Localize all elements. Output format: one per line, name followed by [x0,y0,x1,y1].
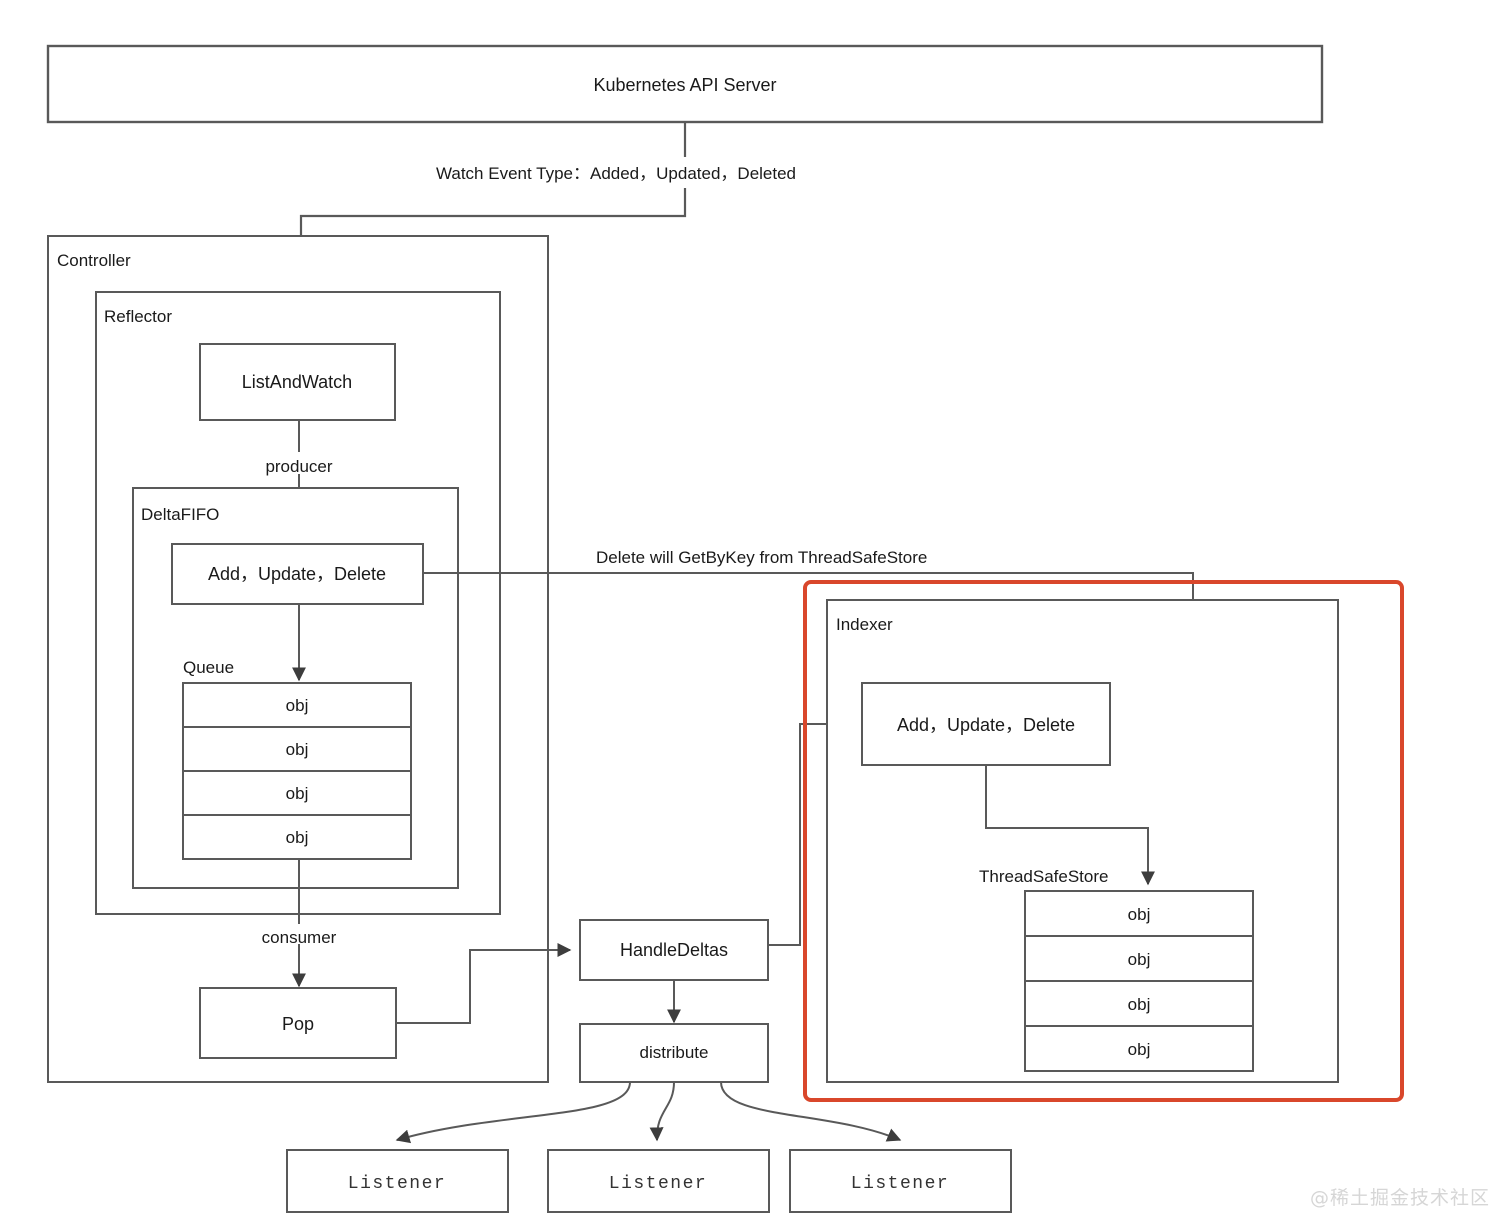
indexer-ops-label: Add，Update，Delete [897,715,1075,735]
delta-fifo-label: DeltaFIFO [141,505,219,524]
consumer-label: consumer [262,928,337,947]
list-and-watch-box[interactable]: ListAndWatch [199,343,396,421]
distribute-box[interactable]: distribute [579,1023,769,1083]
distribute-to-listener-0-edge [395,1081,631,1144]
controller-label: Controller [57,251,131,270]
store-item-3: obj [1128,1040,1151,1059]
queue-item-1: obj [286,740,309,759]
thread-safe-store-label: ThreadSafeStore [979,867,1108,886]
api-server-box[interactable]: Kubernetes API Server [46,44,1324,124]
pop-label: Pop [282,1014,314,1034]
listener-box-1[interactable]: Listener [547,1149,770,1213]
indexer-label: Indexer [836,615,893,634]
distribute-to-listener-1-edge [649,1081,675,1142]
listener-label-2: Listener [851,1174,949,1194]
pop-to-handledeltas-edge [396,943,572,1024]
api-server-label: Kubernetes API Server [593,75,776,95]
producer-label: producer [265,457,332,476]
watermark: @稀土掘金技术社区 [1309,1187,1490,1209]
indexer-ops-to-store-edge [985,765,1155,886]
getbykey-label: Delete will GetByKey from ThreadSafeStor… [596,548,927,567]
store-item-0: obj [1128,905,1151,924]
indexer-highlight-box [803,580,1404,1102]
queue-list[interactable]: obj obj obj obj [182,682,412,860]
indexer-ops-box[interactable]: Add，Update，Delete [861,682,1111,766]
thread-safe-store-list[interactable]: obj obj obj obj [1024,890,1254,1072]
consumer-edge: consumer [262,859,337,988]
delta-fifo-ops-label: Add，Update，Delete [208,564,386,584]
delta-fifo-ops-box[interactable]: Add，Update，Delete [171,543,424,605]
handle-deltas-box[interactable]: HandleDeltas [579,919,769,981]
listener-box-2[interactable]: Listener [789,1149,1012,1213]
store-item-1: obj [1128,950,1151,969]
listener-label-0: Listener [348,1174,446,1194]
queue-item-2: obj [286,784,309,803]
watch-event-label: Watch Event Type：Added，Updated，Deleted [436,164,796,183]
pop-box[interactable]: Pop [199,987,397,1059]
reflector-label: Reflector [104,307,172,326]
queue-item-0: obj [286,696,309,715]
handle-deltas-label: HandleDeltas [620,940,728,960]
store-item-2: obj [1128,995,1151,1014]
list-and-watch-label: ListAndWatch [242,372,352,392]
listener-label-1: Listener [609,1174,707,1194]
listener-box-0[interactable]: Listener [286,1149,509,1213]
queue-item-3: obj [286,828,309,847]
distribute-label: distribute [640,1043,709,1062]
queue-label: Queue [183,658,234,677]
distribute-to-listener-2-edge [720,1081,902,1142]
